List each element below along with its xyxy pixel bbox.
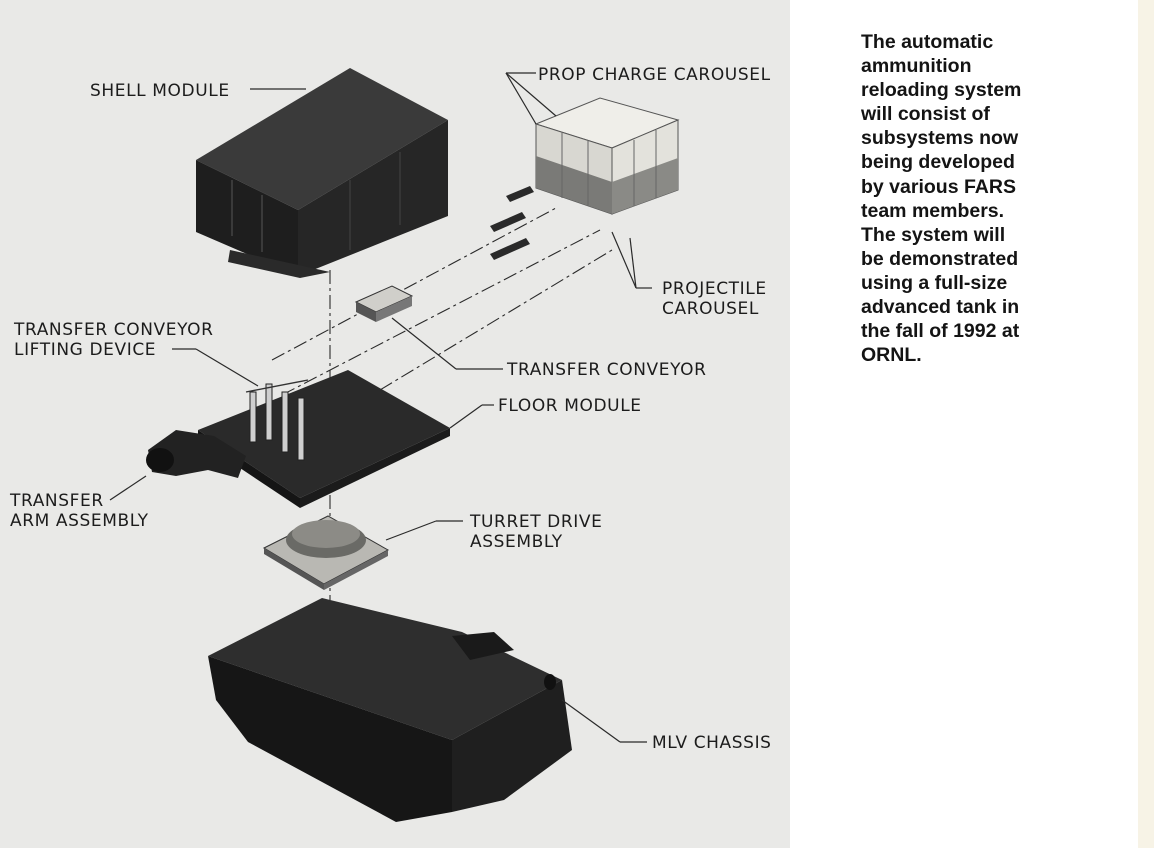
prop-charge-carousel-label: PROP CHARGE CAROUSEL (538, 65, 771, 85)
figure-caption: The automatic ammunition reloading syste… (861, 30, 1061, 367)
caption-line: team members. (861, 199, 1005, 222)
caption-line: will consist of (861, 103, 990, 126)
exploded-view-figure: SHELL MODULE PROP CHARGE CAROUSEL PROJEC… (0, 0, 790, 848)
turret-drive-label-line1: TURRET DRIVE (469, 512, 602, 532)
mlv-chassis-label: MLV CHASSIS (652, 733, 772, 753)
caption-line: be demonstrated (861, 247, 1019, 270)
caption-line: by various FARS (861, 175, 1016, 198)
leader-lines (109, 72, 652, 743)
floor-module-part (198, 370, 450, 508)
page-edge-strip (1138, 0, 1154, 848)
floor-module-label: FLOOR MODULE (498, 396, 642, 416)
caption-line: subsystems now (861, 127, 1019, 150)
caption-line: using a full-size (861, 271, 1008, 294)
mlv-chassis-part (208, 598, 572, 822)
caption-line: being developed (861, 151, 1015, 174)
projectile-carousel-label-line2: CAROUSEL (662, 299, 759, 319)
turret-drive-part (262, 515, 390, 590)
caption-line: ORNL. (861, 344, 922, 367)
shell-module-part (196, 68, 448, 278)
lifting-device-label-line1: TRANSFER CONVEYOR (13, 320, 214, 340)
projectile-carousel-label-line1: PROJECTILE (662, 279, 767, 299)
projectile-rounds (490, 186, 534, 260)
lifting-device-part (245, 379, 309, 461)
transfer-arm-label-line2: ARM ASSEMBLY (10, 511, 149, 531)
caption-line: The system will (861, 223, 1006, 246)
caption-line: reloading system (861, 79, 1022, 102)
caption-line: advanced tank in (861, 296, 1020, 319)
caption-line: The automatic (861, 31, 994, 53)
turret-drive-label-line2: ASSEMBLY (470, 532, 563, 552)
shell-module-label: SHELL MODULE (90, 81, 230, 101)
caption-line: the fall of 1992 at (861, 320, 1020, 343)
carousel-part (534, 97, 680, 215)
transfer-conveyor-label: TRANSFER CONVEYOR (506, 360, 707, 380)
caption-line: ammunition (861, 55, 972, 78)
lifting-device-label-line2: LIFTING DEVICE (14, 340, 156, 360)
transfer-arm-part (146, 430, 246, 478)
transfer-arm-label-line1: TRANSFER (9, 491, 104, 511)
transfer-conveyor-part (354, 285, 414, 322)
exploded-view-drawing: SHELL MODULE PROP CHARGE CAROUSEL PROJEC… (9, 65, 772, 822)
